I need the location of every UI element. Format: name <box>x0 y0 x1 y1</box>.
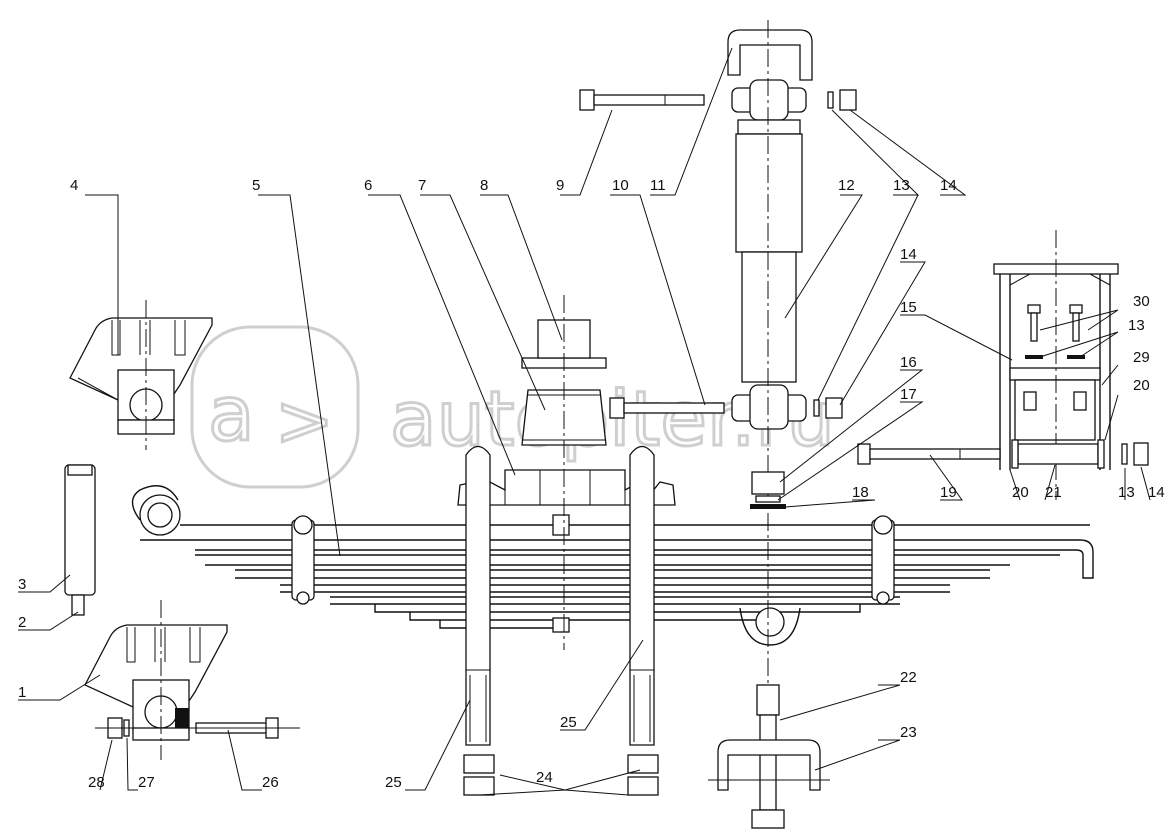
label-5: 5 <box>252 177 260 194</box>
nut-24-d <box>627 776 659 796</box>
label-12: 12 <box>838 177 855 194</box>
watermark-logo-frame <box>190 325 360 489</box>
right-bracket <box>857 230 1149 500</box>
nut-24-c <box>627 754 659 774</box>
label-14-bottom: 14 <box>1148 484 1165 501</box>
label-11: 11 <box>650 177 666 194</box>
label-21: 21 <box>1045 484 1062 501</box>
label-27: 27 <box>138 774 155 791</box>
label-30: 30 <box>1133 293 1150 310</box>
shock-lower-body <box>741 251 797 383</box>
label-6: 6 <box>364 177 372 194</box>
label-26: 26 <box>262 774 279 791</box>
label-22: 22 <box>900 669 917 686</box>
label-20-right: 20 <box>1133 377 1150 394</box>
label-13-bottom: 13 <box>1118 484 1135 501</box>
label-14-top: 14 <box>940 177 957 194</box>
label-1: 1 <box>18 684 26 701</box>
spring-eye-rear <box>755 607 785 637</box>
nut-16 <box>751 471 785 495</box>
label-24: 24 <box>536 769 553 786</box>
nut-24-b <box>463 776 495 796</box>
washer-18 <box>750 504 786 509</box>
label-2: 2 <box>18 614 26 631</box>
label-17: 17 <box>900 386 917 403</box>
label-25-right: 25 <box>560 714 577 731</box>
label-13-top: 13 <box>893 177 910 194</box>
label-28: 28 <box>88 774 105 791</box>
label-8: 8 <box>480 177 488 194</box>
leader-lines <box>18 47 1151 796</box>
leaf-spring-pack <box>131 485 1094 646</box>
part-labels: 1 2 3 4 5 6 7 8 9 10 11 12 13 14 13 14 1… <box>18 177 1165 791</box>
label-10: 10 <box>612 177 629 194</box>
label-13-right: 13 <box>1128 317 1145 334</box>
u-bolts <box>463 445 659 796</box>
label-20-bottom: 20 <box>1012 484 1029 501</box>
lower-bracket <box>708 684 830 829</box>
label-7: 7 <box>418 177 426 194</box>
label-29: 29 <box>1133 349 1150 366</box>
label-9: 9 <box>556 177 564 194</box>
left-brackets <box>64 300 300 760</box>
watermark-logo-mark: a <box>208 369 255 458</box>
spring-seat <box>457 295 676 650</box>
u-bracket-11 <box>727 29 813 81</box>
label-3: 3 <box>18 576 26 593</box>
shock-upper-body <box>735 133 803 253</box>
label-19: 19 <box>940 484 957 501</box>
label-16: 16 <box>900 354 917 371</box>
label-23: 23 <box>900 724 917 741</box>
label-14-mid: 14 <box>900 246 917 263</box>
label-25-left: 25 <box>385 774 402 791</box>
shock-absorber <box>579 20 857 820</box>
label-15: 15 <box>900 299 917 316</box>
nut-24-a <box>463 754 495 774</box>
label-4: 4 <box>70 177 78 194</box>
label-18: 18 <box>852 484 869 501</box>
